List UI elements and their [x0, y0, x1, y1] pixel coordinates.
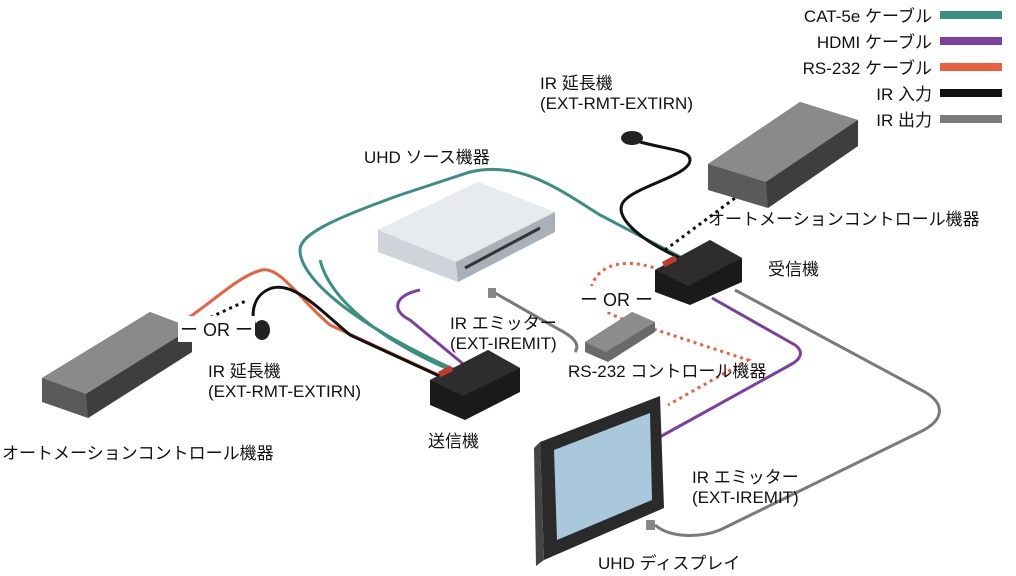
rs232-cable-receiver-dotted: [589, 261, 752, 407]
label-line: IR 延長機: [208, 362, 281, 381]
legend-swatch: [940, 88, 1002, 97]
ir-out-cable-to-display: [654, 288, 941, 537]
ir-out-cable-to-emitter: [494, 291, 579, 353]
label-ir-emitter-bottom: IR エミッター (EXT-IREMIT): [692, 468, 799, 508]
legend-swatch: [940, 36, 1002, 45]
legend-swatch: [940, 10, 1002, 19]
label-line: (EXT-IREMIT): [692, 488, 799, 507]
hdmi-cable-receiver-to-display: [657, 296, 802, 440]
label-line: IR エミッター: [692, 468, 799, 487]
ir-in-dotted-right: [664, 196, 736, 252]
legend-item-hdmi: HDMI ケーブル: [817, 28, 1002, 53]
rs232-controller-device: [585, 312, 655, 362]
legend-swatch: [940, 62, 1002, 71]
legend-label: IR 入力: [876, 85, 932, 104]
label-line: IR エミッター: [450, 314, 557, 333]
legend-item-rs232: RS-232 ケーブル: [803, 54, 1002, 79]
label-automation-left: オートメーションコントロール機器: [2, 444, 274, 463]
ir-in-cable-left: [251, 285, 449, 382]
cat5e-cable-2: [318, 259, 456, 374]
legend-label: HDMI ケーブル: [816, 33, 932, 52]
uhd-source-device: [378, 182, 555, 282]
label-transmitter: 送信機: [428, 432, 479, 451]
label-line: IR 延長機: [540, 74, 613, 93]
label-automation-right: オートメーションコントロール機器: [708, 210, 980, 229]
label-ir-extender-left: IR 延長機 (EXT-RMT-EXTIRN): [208, 362, 361, 402]
rs232-cable-left: [187, 268, 446, 380]
hdmi-cable-source-to-transmitter: [396, 288, 469, 370]
uhd-display: [534, 396, 664, 566]
automation-control-left: [42, 312, 192, 418]
ir-emitter-bottom: [646, 520, 655, 530]
label-uhd-source: UHD ソース機器: [364, 148, 490, 167]
label-line: (EXT-IREMIT): [450, 334, 557, 353]
legend-item-cat5e: CAT-5e ケーブル: [804, 2, 1002, 27]
ir-in-cable-top: [619, 140, 692, 260]
label-or-right: ー OR ー: [578, 286, 656, 312]
label-ir-emitter-mid: IR エミッター (EXT-IREMIT): [450, 314, 557, 354]
label-line: (EXT-RMT-EXTIRN): [208, 382, 361, 401]
legend-label: IR 出力: [876, 111, 932, 130]
label-ir-extender-top: IR 延長機 (EXT-RMT-EXTIRN): [540, 74, 693, 114]
cat5e-cable-to-transmitter: [298, 167, 691, 382]
legend-swatch: [940, 114, 1002, 123]
receiver-device: [655, 240, 742, 305]
label-receiver: 受信機: [768, 260, 819, 279]
ir-extender-top: [621, 131, 643, 145]
label-or-left: ー OR ー: [178, 316, 256, 342]
legend-label: CAT-5e ケーブル: [803, 7, 932, 26]
label-rs232-control: RS-232 コントロール機器: [568, 362, 767, 381]
label-uhd-display: UHD ディスプレイ: [598, 554, 741, 573]
legend-item-ir-in: IR 入力: [876, 80, 1002, 105]
legend-item-ir-out: IR 出力: [876, 106, 1002, 131]
ir-extender-left: [254, 320, 270, 340]
automation-control-right: [708, 102, 858, 208]
ir-emitter-mid: [488, 288, 496, 298]
legend-label: RS-232 ケーブル: [802, 59, 932, 78]
transmitter-device: [430, 350, 520, 420]
label-line: (EXT-RMT-EXTIRN): [540, 94, 693, 113]
